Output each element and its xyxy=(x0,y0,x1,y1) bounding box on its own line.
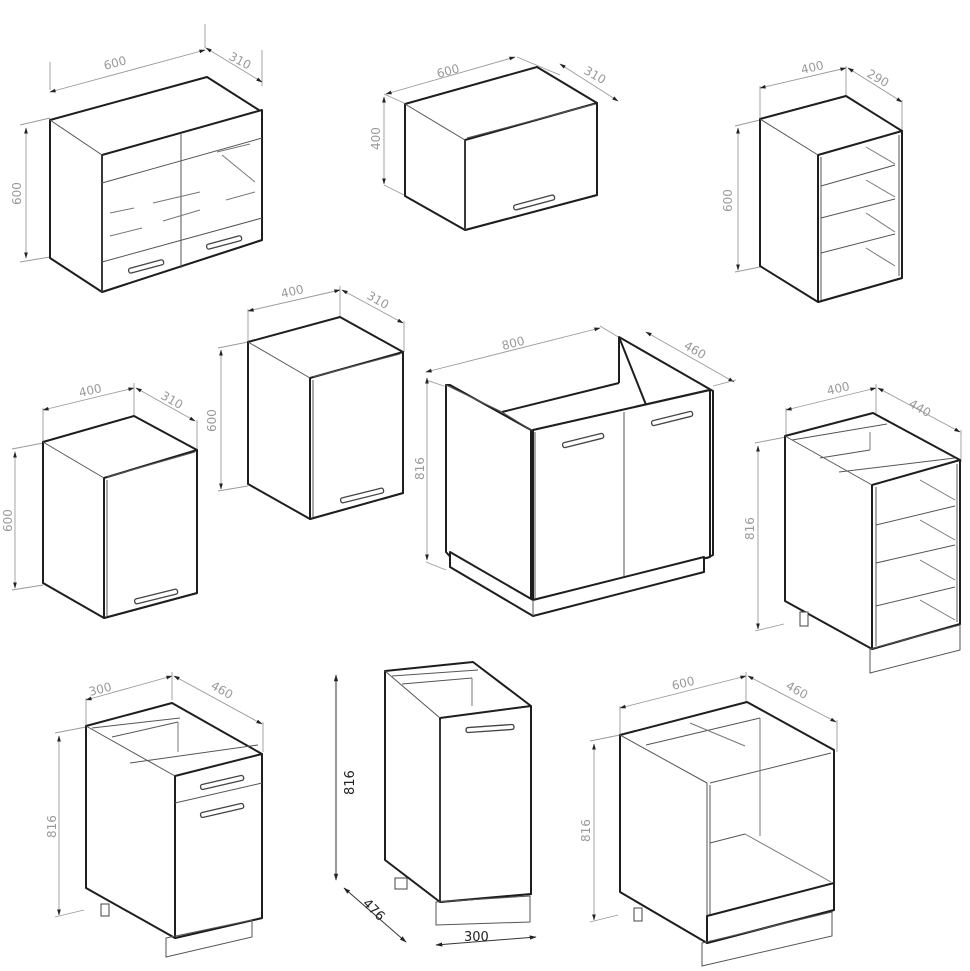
width-label: 300 xyxy=(87,680,113,699)
cabinet-base-oven-600: 600 460 816 xyxy=(579,672,838,967)
depth-label: 310 xyxy=(582,63,609,87)
cabinet-wall-flap-600: 600 310 400 xyxy=(369,56,619,231)
cabinet-base-drawer-door-300: 300 460 816 xyxy=(45,672,264,958)
height-label: 600 xyxy=(721,189,735,212)
height-label: 600 xyxy=(10,182,24,205)
height-label: 400 xyxy=(369,127,383,150)
depth-label: 440 xyxy=(907,396,934,420)
height-label: 600 xyxy=(205,409,219,432)
cabinet-base-open-shelf-400: 400 440 816 xyxy=(743,379,962,674)
height-label: 600 xyxy=(1,509,15,532)
height-label: 816 xyxy=(343,770,358,795)
height-label: 816 xyxy=(45,815,59,838)
depth-label: 476 xyxy=(359,896,387,924)
width-label: 400 xyxy=(826,379,851,398)
width-label: 400 xyxy=(280,282,305,301)
depth-label: 460 xyxy=(682,338,709,362)
depth-label: 460 xyxy=(209,678,236,702)
width-label: 300 xyxy=(464,930,489,945)
depth-label: 460 xyxy=(784,678,811,702)
height-label: 816 xyxy=(413,457,427,480)
height-label: 816 xyxy=(743,517,757,540)
cabinet-wall-open-shelf-400: 400 290 600 xyxy=(721,58,903,303)
cabinet-base-single-door-300: 816 476 300 xyxy=(333,661,537,947)
width-label: 800 xyxy=(500,334,526,353)
height-label: 816 xyxy=(579,819,593,842)
width-label: 600 xyxy=(670,674,696,693)
width-label: 400 xyxy=(800,58,825,77)
cabinet-wall-glass-double-600: 600 310 600 xyxy=(10,24,263,293)
width-label: 600 xyxy=(435,61,461,80)
cabinet-wall-single-door-400-a: 400 310 600 xyxy=(1,381,198,619)
cabinet-wall-single-door-400-b: 400 310 600 xyxy=(205,282,405,520)
depth-label: 310 xyxy=(365,288,392,312)
width-label: 400 xyxy=(78,381,103,400)
width-label: 600 xyxy=(102,53,128,72)
cabinet-base-sink-800: 800 460 816 xyxy=(413,325,737,617)
